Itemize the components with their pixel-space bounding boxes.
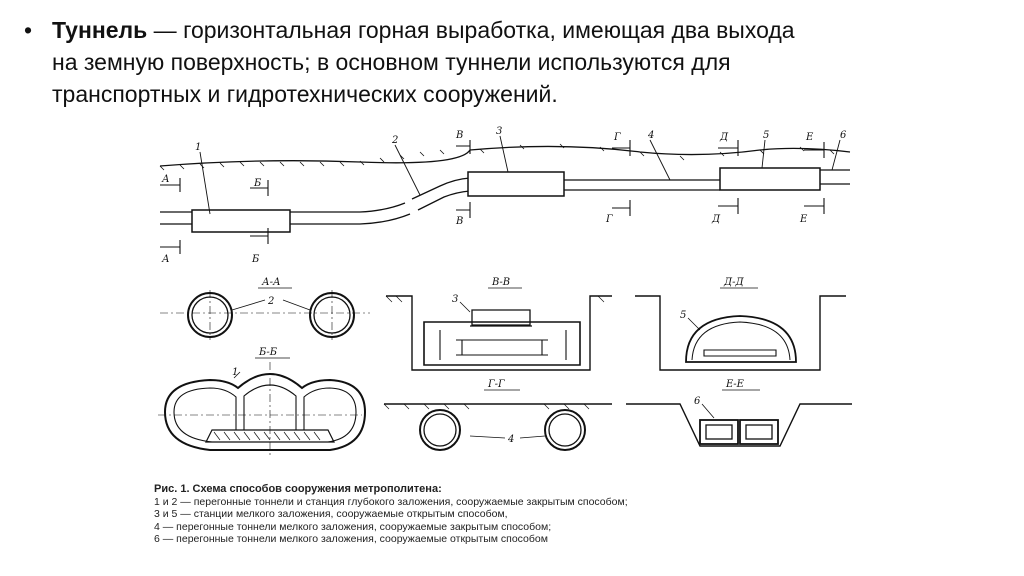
section-number-vv: 3 [452,294,458,305]
section-gg [383,389,612,451]
bullet-text: Туннель — горизонтальная горная выработк… [52,14,952,110]
section-number-aa: 2 [267,296,274,307]
section-title-aa: А-А [261,277,281,288]
marker-a-top: А [161,174,170,185]
label-4: 4 [647,130,654,141]
section-title-dd: Д-Д [723,277,745,288]
section-ee [626,389,852,447]
definition-line-3: транспортных и гидротехнических сооружен… [52,81,558,107]
marker-e-bottom: Е [799,214,808,225]
marker-d-bottom: Д [711,214,721,225]
marker-e-top: Е [805,132,814,143]
section-title-bb: Б-Б [258,347,278,358]
caption-line-3: 4 — перегонные тоннели мелкого заложения… [154,520,552,533]
station-5 [719,167,821,191]
caption-line-2: 3 и 5 — станции мелкого заложения, соору… [154,508,508,520]
definition-line-2: на земную поверхность; в основном туннел… [52,49,731,75]
section-number-dd: 5 [680,310,686,321]
section-title-gg: Г-Г [487,379,505,390]
label-6: 6 [840,130,847,141]
section-title-vv: В-В [491,277,510,288]
bullet-marker: • [24,17,33,43]
ground-surface [159,145,851,167]
section-number-bb: 1 [232,367,238,378]
marker-g-top: Г [613,132,621,143]
label-1: 1 [195,142,201,153]
section-dd [635,287,846,371]
marker-a-bottom: А [161,254,170,265]
definition-line-1: — горизонтальная горная выработка, имеющ… [147,17,795,43]
marker-g-bottom: Г [605,214,613,225]
label-5: 5 [763,130,769,141]
marker-v-bottom: В [455,216,463,227]
marker-b-bottom: Б [251,254,260,265]
section-number-ee: 6 [694,396,701,407]
label-2: 2 [391,135,398,146]
caption-title: Рис. 1. Схема способов сооружения метроп… [154,483,442,495]
section-aa [160,287,370,340]
section-title-ee: Е-Е [725,379,745,390]
marker-d-top: Д [719,132,729,143]
term: Туннель [52,17,148,43]
figure-caption: Рис. 1. Схема способов сооружения метроп… [154,483,628,546]
caption-line-4: 6 — перегонные тоннели мелкого заложения… [154,533,548,545]
marker-b-top: Б [253,178,262,189]
marker-v-top: В [455,130,463,141]
label-3: 3 [496,126,502,137]
caption-line-1: 1 и 2 — перегонные тоннели и станция глу… [154,495,628,508]
station-1 [191,209,291,233]
station-3 [467,171,565,197]
section-vv [385,287,612,371]
section-number-gg: 4 [507,434,514,445]
section-bb [158,357,367,458]
